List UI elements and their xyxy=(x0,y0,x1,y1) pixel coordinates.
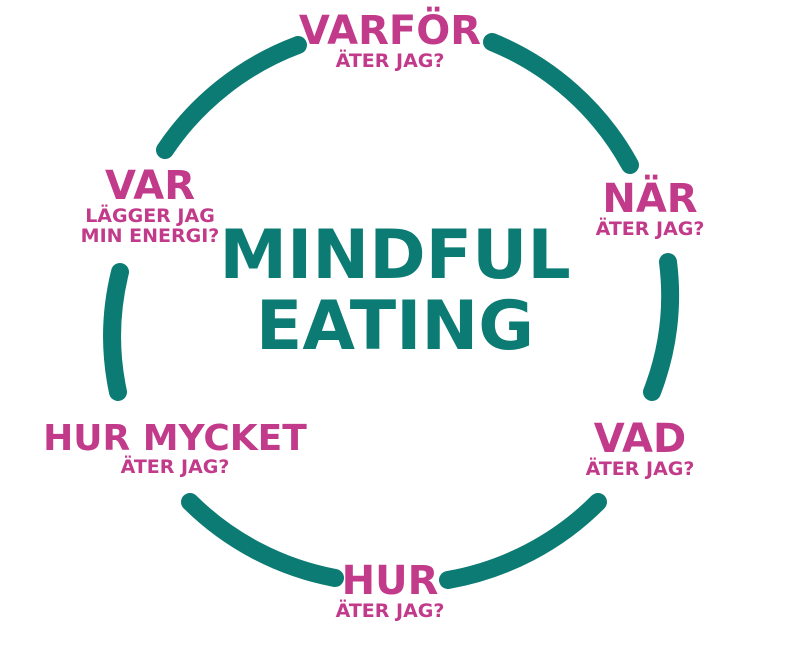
arc-segment xyxy=(439,493,607,589)
label-nar: NÄR ÄTER JAG? xyxy=(570,178,730,240)
label-main: NÄR xyxy=(602,176,698,222)
label-main: VARFÖR xyxy=(298,8,482,54)
arc-segment xyxy=(643,253,680,401)
label-hur-mycket: HUR MYCKET ÄTER JAG? xyxy=(40,420,310,478)
label-sub: ÄTER JAG? xyxy=(585,458,695,480)
label-main: HUR MYCKET xyxy=(43,418,307,459)
label-vad: VAD ÄTER JAG? xyxy=(560,418,720,480)
label-sub: ÄTER JAG? xyxy=(335,600,445,622)
arc-segment xyxy=(181,493,344,587)
label-sub: LÄGGER JAG xyxy=(85,205,215,227)
label-main: HUR xyxy=(341,558,439,604)
label-var: VAR LÄGGER JAG MIN ENERGI? xyxy=(60,165,240,247)
label-sub: ÄTER JAG? xyxy=(595,218,705,240)
arc-segment xyxy=(483,33,639,174)
label-hur: HUR ÄTER JAG? xyxy=(310,560,470,622)
arc-segment xyxy=(103,263,129,401)
label-main: VAD xyxy=(593,416,687,462)
label-varfor: VARFÖR ÄTER JAG? xyxy=(290,10,490,72)
label-sub: ÄTER JAG? xyxy=(120,455,230,478)
label-main: VAR xyxy=(105,163,195,209)
title-line-1: MINDFUL xyxy=(219,216,571,295)
diagram-title: MINDFUL EATING xyxy=(200,220,590,363)
arc-segment xyxy=(156,36,307,159)
label-sub-2: MIN ENERGI? xyxy=(80,224,220,247)
label-sub: ÄTER JAG? xyxy=(335,50,445,72)
title-line-2: EATING xyxy=(255,287,535,367)
